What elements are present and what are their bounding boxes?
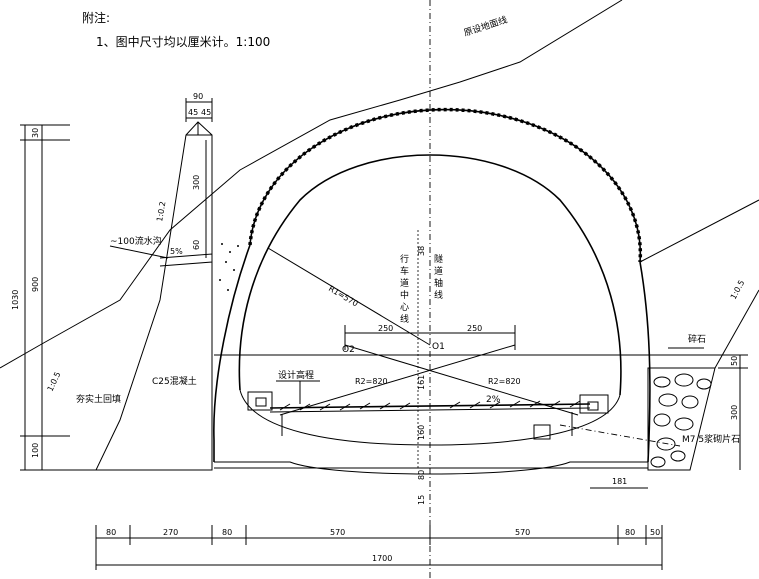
dim-30: 30 [31,128,40,138]
rubble-stones [650,373,712,468]
left-drain [255,397,267,407]
outer-crown [249,108,642,263]
dim-300: 300 [192,175,201,190]
portal-wall [95,121,213,471]
dim-300-right: 300 [730,405,739,420]
ground-line-label: 原设地面线 [462,14,509,39]
gravel-label: 碎石 [688,333,706,345]
dim-160: 160 [417,425,426,440]
concrete-label: C25混凝土 [152,375,197,387]
dim-b-50: 50 [650,528,660,537]
dim-b-570a: 570 [330,528,345,537]
rubble-leader [559,424,681,447]
dim-b-total: 1700 [372,554,392,563]
dim-45b: 45 [201,108,211,117]
road-hatch [279,400,581,411]
left-walkway [247,391,273,411]
dim-181: 181 [612,477,627,486]
tunnel-axis-label: 隧道轴线 [434,253,443,301]
crossfall-label: 2% [486,395,501,405]
leader-water [109,245,169,259]
water-ditch-label: ~100流水沟 [110,235,162,247]
dim-80: 80 [417,470,426,480]
r2-left-label: R2=820 [355,377,388,386]
outer-lining [213,244,251,462]
radius-r1 [267,247,431,346]
r2-right-label: R2=820 [488,377,521,386]
dim-15: 15 [417,495,426,505]
notes-line-1: 1、图中尺寸均以厘米计。1:100 [96,34,270,49]
road-base [269,407,591,413]
slope-label-left2: 1:0.5 [46,370,63,392]
right-walkway [579,394,609,414]
dim-900: 900 [31,277,40,292]
dim-100: 100 [31,443,40,458]
radius-r2-right [279,344,516,416]
radius-r2-left [344,344,579,416]
dim-b-270: 270 [163,528,178,537]
inner-lining [238,154,622,396]
o1-label: O1 [432,342,445,352]
dim-b-80c: 80 [625,528,635,537]
slope-label-left: 1:0.2 [155,201,167,223]
slope-5-label: 5% [170,247,183,256]
dim-chain-ticks [95,525,663,570]
right-drain [587,401,599,411]
gutter [159,253,213,267]
right-slope-line [639,199,759,263]
backfill-dots [219,243,239,291]
rubble-label: M7.5浆砌片石 [682,433,740,445]
dim-161: 161 [417,375,426,390]
dim-50-right: 50 [730,356,739,366]
dim-38: 38 [417,246,426,256]
dim-1030: 1030 [11,290,20,310]
dim-60: 60 [192,240,201,250]
rubble-block [647,367,716,471]
dim-b-570b: 570 [515,528,530,537]
o2-label: O2 [342,345,355,355]
dim-90: 90 [193,92,203,101]
slope-right-label: 1:0.5 [729,279,747,301]
ground-line-left [0,344,41,369]
design-elev-label: 设计高程 [278,369,314,381]
road-surface [269,403,591,409]
backfill-label: 夯实土回填 [76,393,121,405]
lane-center-label: 行车道中心线 [400,253,409,325]
base-slab [214,461,648,475]
r1-label: R1=570 [327,284,360,309]
dim-250b: 250 [467,324,482,333]
invert [239,389,621,446]
outer-lining-right [639,261,651,463]
dim-b-80b: 80 [222,528,232,537]
dim-b-80a: 80 [106,528,116,537]
center-drain [533,424,551,440]
notes-title: 附注: [82,10,110,25]
dim-45a: 45 [188,108,198,117]
ground-line [39,0,623,346]
dim-250a: 250 [378,324,393,333]
